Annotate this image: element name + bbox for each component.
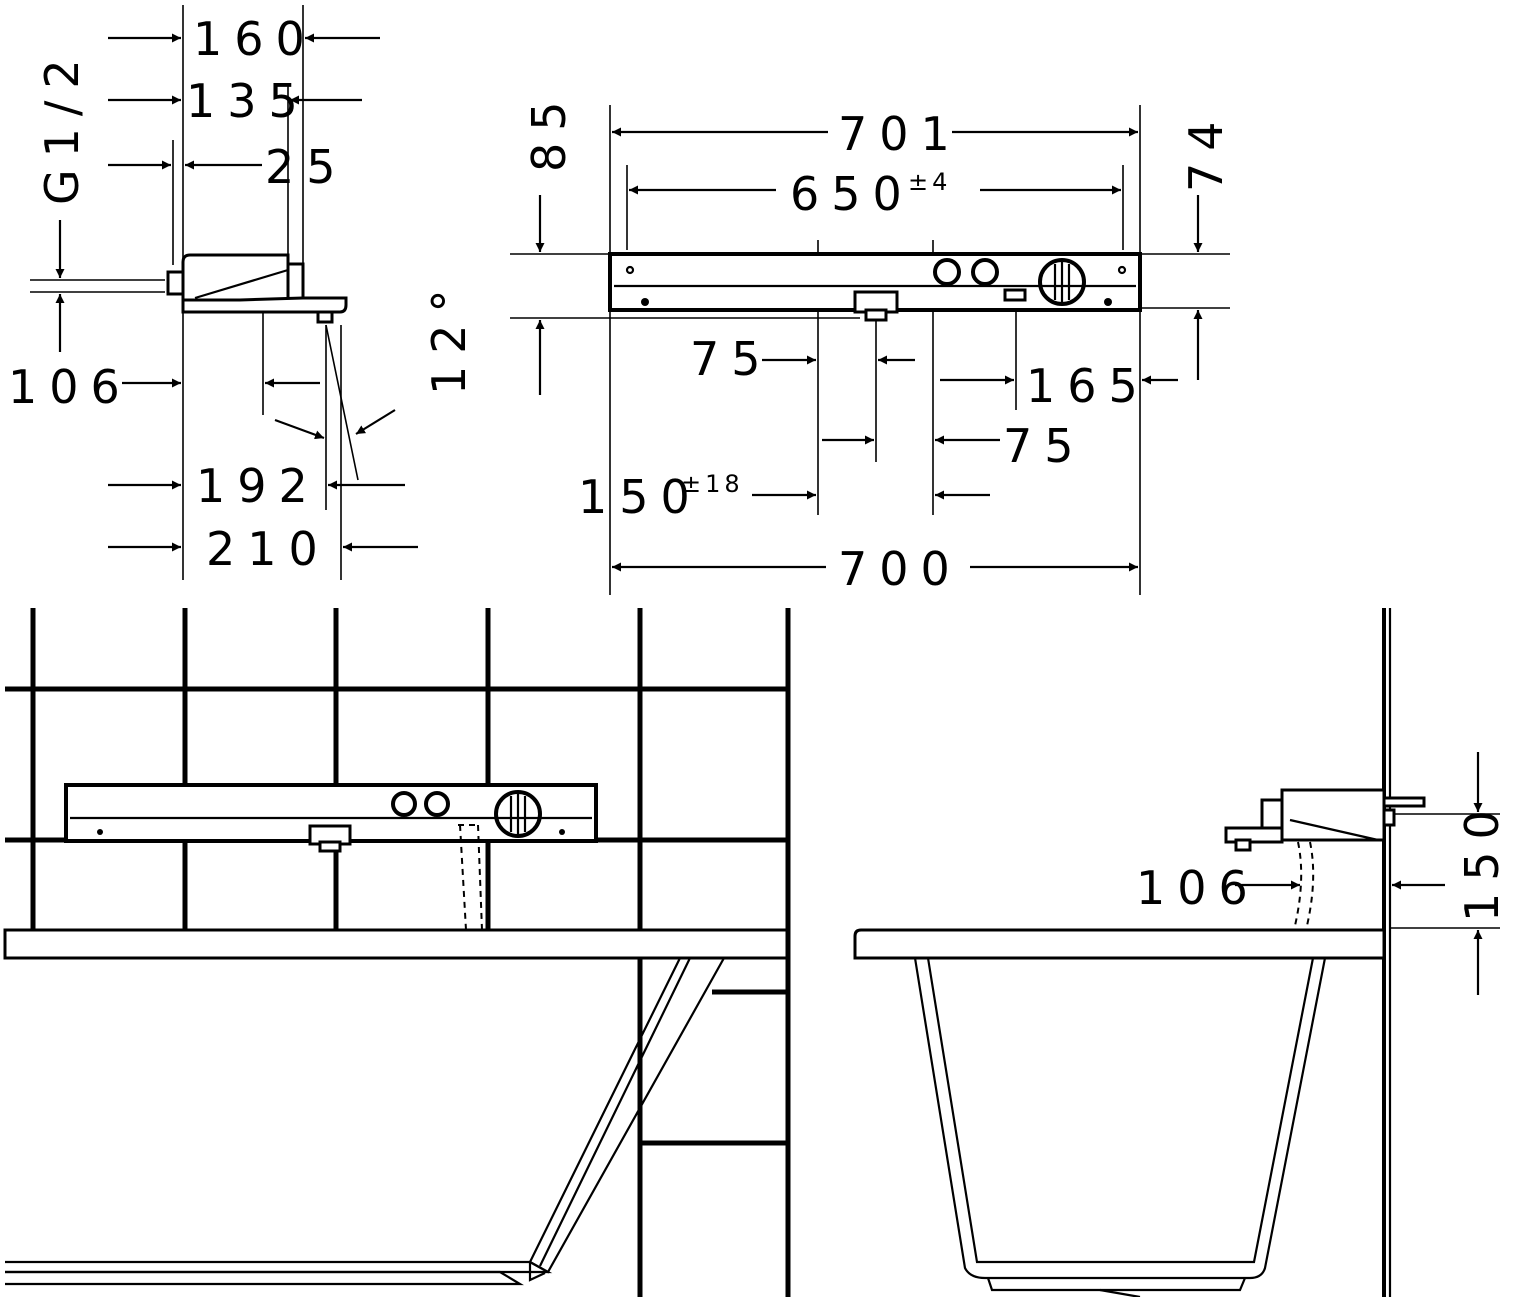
dim-center-tolerance: ±18 [681,470,744,498]
dim-total-reach: 210 [206,522,330,576]
dim-center: 150 [578,470,702,524]
dim-dist-b: 165 [1026,359,1150,413]
dim-mount-width: 650 [790,167,914,221]
dim-spout-reach: 192 [196,459,320,513]
dim-angle: 12° [422,277,476,395]
dim-width-top: 701 [838,107,962,161]
installation-side-view: 106 150 [853,608,1509,1297]
install-dim-offset: 106 [1136,861,1260,915]
dim-offset: 106 [8,360,132,414]
install-dim-height: 150 [1455,798,1509,922]
dim-dist-a: 75 [690,332,773,386]
dim-width-bottom: 700 [838,542,962,596]
dim-dist-c: 75 [1003,419,1086,473]
dim-height-left: 85 [522,89,576,172]
dim-depth-gap: 25 [265,140,348,194]
dim-width-body: 135 [186,74,310,128]
installation-front-view [3,608,791,1297]
dim-width-outer: 160 [193,12,317,66]
dim-height-right: 74 [1179,109,1233,192]
front-view: 701 650 ±4 85 74 75 [510,89,1233,596]
thread-label: G1/2 [35,47,89,205]
side-view: 160 135 25 G1/2 106 12° 192 [8,5,476,580]
dim-mount-tolerance: ±4 [908,168,951,196]
